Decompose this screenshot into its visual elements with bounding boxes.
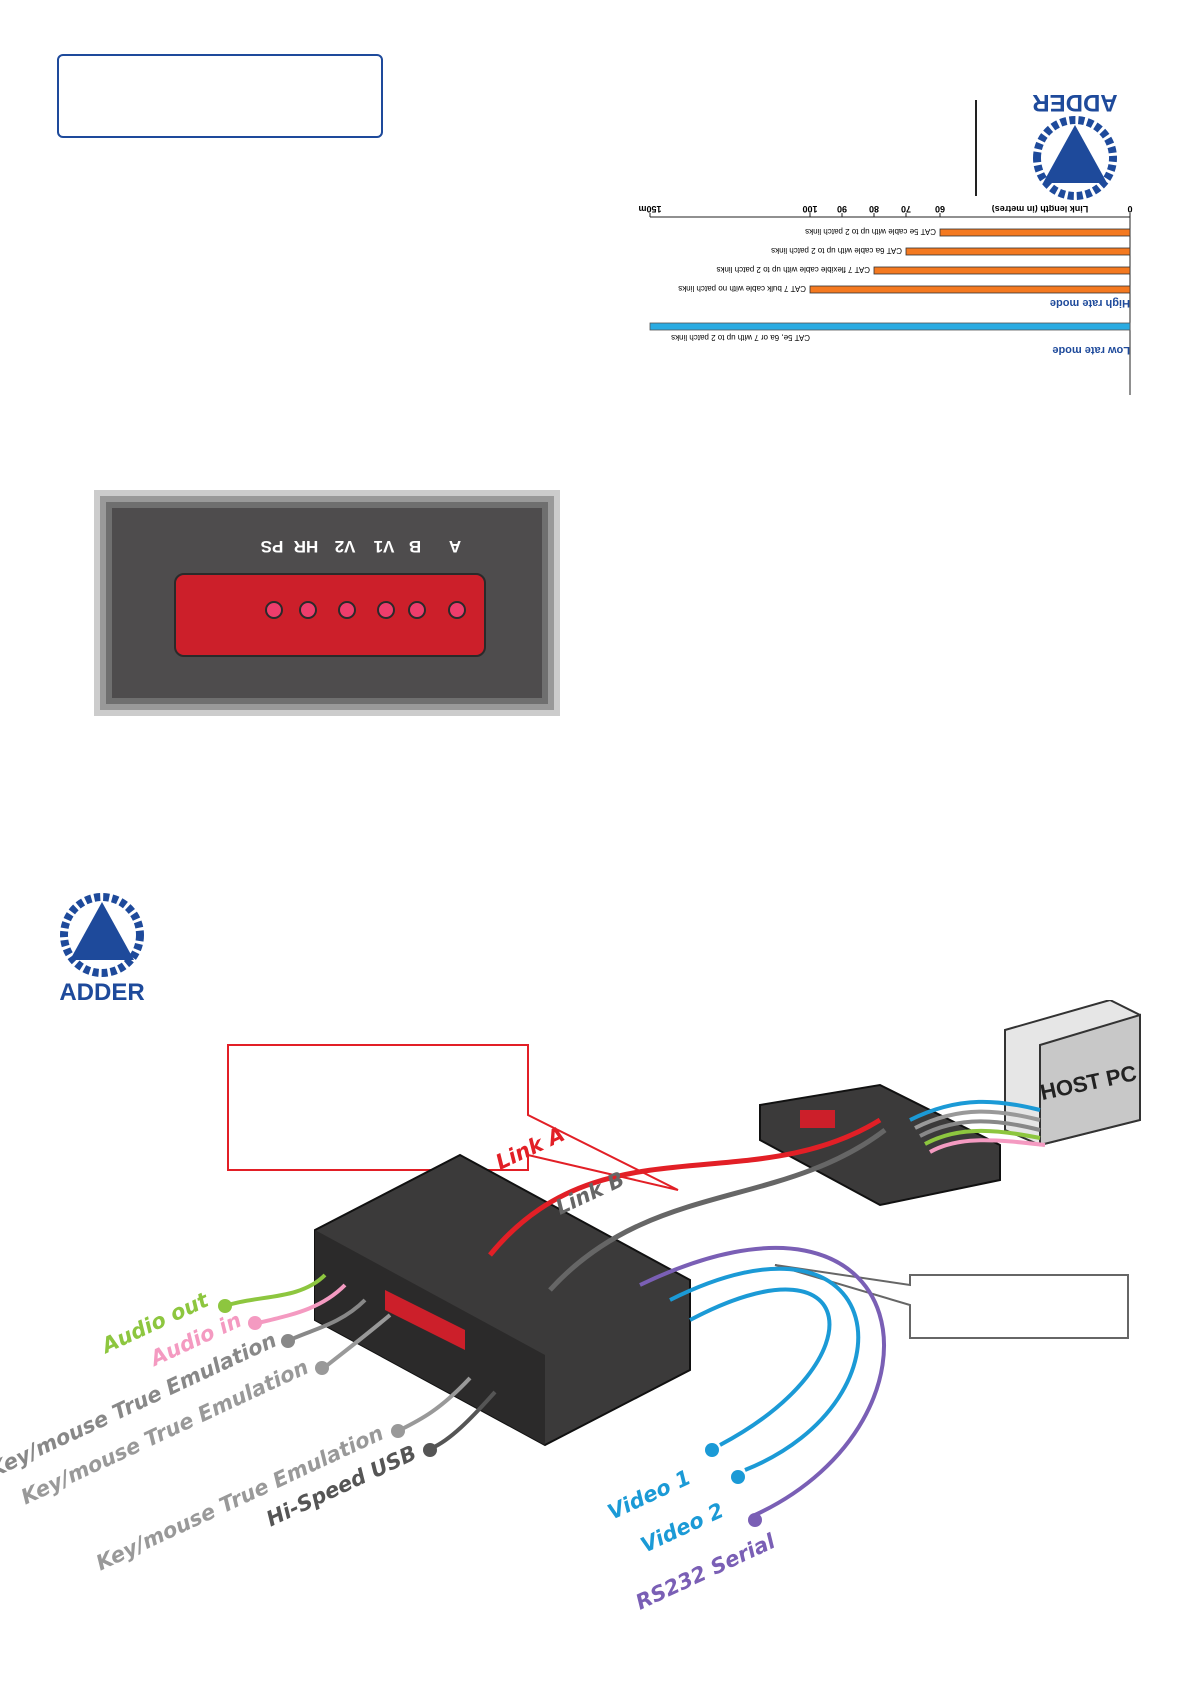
group-label: Low rate mode <box>1052 344 1130 356</box>
callout-link-a <box>227 1044 679 1191</box>
logo-text: ADDER <box>59 979 144 1005</box>
bar <box>939 228 1131 237</box>
bar-label: CAT 5e cable with up to 2 patch links <box>805 227 936 236</box>
group-label: High rate mode <box>1050 297 1130 309</box>
bar-label: CAT 7 bulk cable with no patch links <box>678 284 806 293</box>
note-box <box>57 54 383 138</box>
adder-logo-bottom: ADDER <box>59 893 145 1005</box>
x-tick-label: 90 <box>837 205 847 214</box>
status-led <box>377 601 395 619</box>
x-tick-label: 80 <box>869 205 879 214</box>
led-label: V2 <box>334 537 356 556</box>
bar <box>873 266 1131 275</box>
status-led <box>299 601 317 619</box>
x-tick-label: 100 <box>802 205 817 214</box>
link-length-chart: 0 60 70 80 90 100 150m Link length (in metres) C… <box>638 205 1133 395</box>
status-led <box>338 601 356 619</box>
led-label: B <box>408 537 422 556</box>
status-led <box>265 601 283 619</box>
led-label: HR <box>293 537 319 556</box>
bar <box>809 285 1131 294</box>
led-label: V1 <box>373 537 395 556</box>
status-led <box>448 601 466 619</box>
host-pc: HOST PC <box>1004 1000 1141 1147</box>
bar-label: CAT 6a cable with up to 2 patch links <box>771 246 902 255</box>
x-tick-label: 150m <box>638 205 661 214</box>
adder-logo: ADDER <box>1032 89 1118 200</box>
led-panel: PS HR V2 V1 B A <box>112 508 542 698</box>
x-tick-label: 0 <box>1127 205 1132 214</box>
status-led <box>408 601 426 619</box>
led-label: PS <box>260 537 284 556</box>
led-strip <box>174 573 486 657</box>
divider <box>975 100 977 196</box>
bar <box>905 247 1131 256</box>
bar <box>649 322 1131 331</box>
logo-text: ADDER <box>1032 89 1117 116</box>
connection-diagram: HOST PC Link A Link B Video 1 Video 2 RS… <box>0 1000 1141 1615</box>
bar-label: CAT 7 flexible cable with up to 2 patch … <box>716 265 870 274</box>
bar-label: CAT 5e, 6a or 7 with up to 2 patch links <box>671 333 810 342</box>
led-label: A <box>448 537 462 556</box>
x-axis-label: Link length (in metres) <box>992 205 1089 214</box>
link-b-label: Link B <box>552 1167 628 1220</box>
x-tick-label: 60 <box>935 205 945 214</box>
x-tick-label: 70 <box>901 205 911 214</box>
